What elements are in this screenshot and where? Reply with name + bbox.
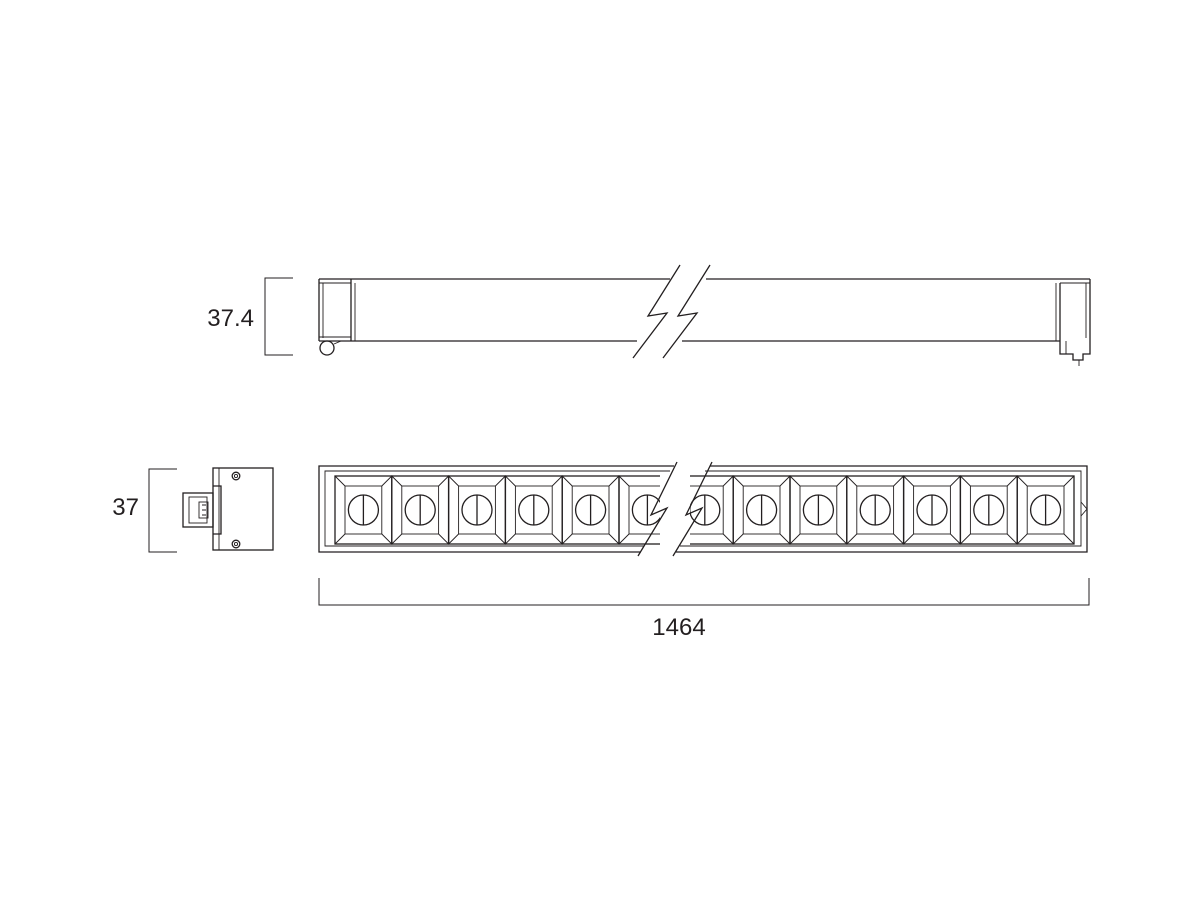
lens-cell [846, 475, 905, 545]
side-break-mark-left [632, 264, 681, 359]
lens-cell [732, 475, 791, 545]
plan-view [318, 461, 1088, 557]
lens-cell [561, 475, 620, 545]
lens-cell [789, 475, 848, 545]
width-dimension-label: 37 [112, 494, 139, 521]
width-dimension-line [148, 468, 177, 553]
lens-cell [447, 475, 507, 545]
lens-cell [959, 475, 1018, 545]
height-dimension-label: 37.4 [207, 305, 254, 332]
plan-housing-left [318, 465, 674, 553]
lens-cell [1016, 475, 1075, 545]
connector-plug [182, 485, 222, 535]
end-view: 37 [112, 467, 274, 553]
height-dimension-line [264, 277, 293, 356]
length-dimension: 1464 [318, 578, 1090, 641]
side-end-cap [319, 340, 335, 356]
side-view: 37.4 [207, 264, 1091, 366]
lens-cell [902, 475, 962, 545]
side-body-left [318, 278, 670, 356]
plan-break-mark-right [672, 461, 713, 557]
lens-cell [618, 475, 660, 545]
screw-bottom-icon [231, 539, 241, 549]
length-dimension-line [318, 578, 1090, 606]
lens-cell [391, 475, 450, 545]
end-plate [212, 467, 274, 551]
plan-break-mark-left [637, 461, 678, 557]
length-dimension-label: 1464 [652, 614, 705, 641]
lens-cell [334, 475, 393, 545]
screw-top-icon [231, 471, 241, 481]
lens-cell [690, 475, 734, 545]
lens-cell [504, 475, 563, 545]
side-break-mark-right [662, 264, 711, 359]
lens-array [334, 475, 1075, 545]
side-body-right [682, 278, 1091, 366]
